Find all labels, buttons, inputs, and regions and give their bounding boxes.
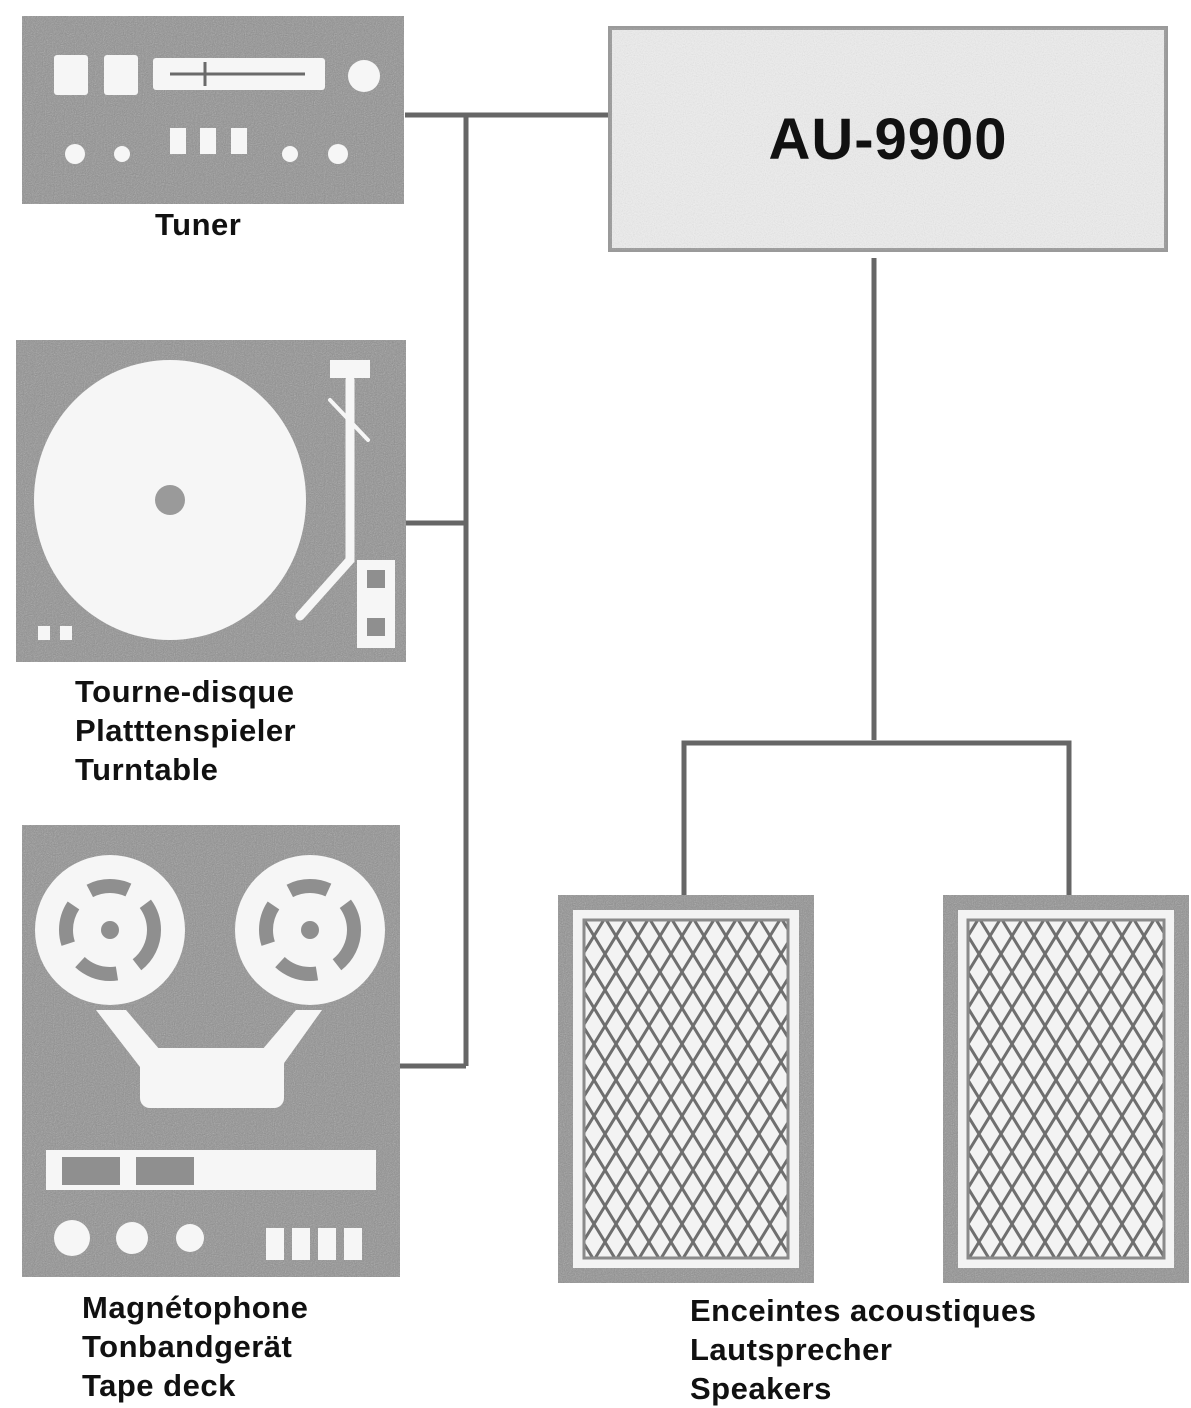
right-speaker xyxy=(943,895,1189,1283)
wire-speaker-split xyxy=(684,743,1069,895)
turntable-label-en: Turntable xyxy=(75,750,296,789)
tuner-device xyxy=(22,16,404,204)
tape-deck-label-de: Tonbandgerät xyxy=(82,1327,308,1366)
tape-deck-label-fr: Magnétophone xyxy=(82,1288,308,1327)
speakers-label: Enceintes acoustiques Lautsprecher Speak… xyxy=(690,1291,1036,1408)
speakers-label-en: Speakers xyxy=(690,1369,1036,1408)
tape-deck-device xyxy=(22,825,400,1277)
amplifier-model-label: AU-9900 xyxy=(610,28,1166,250)
left-speaker xyxy=(558,895,814,1283)
spindle xyxy=(155,485,185,515)
turntable-label: Tourne-disque Platttenspieler Turntable xyxy=(75,672,296,789)
speakers-label-de: Lautsprecher xyxy=(690,1330,1036,1369)
turntable-device xyxy=(16,340,406,662)
turntable-label-fr: Tourne-disque xyxy=(75,672,296,711)
tape-deck-label: Magnétophone Tonbandgerät Tape deck xyxy=(82,1288,308,1405)
tape-deck-label-en: Tape deck xyxy=(82,1366,308,1405)
speakers-label-fr: Enceintes acoustiques xyxy=(690,1291,1036,1330)
tuner-label-line: Tuner xyxy=(155,205,241,244)
turntable-label-de: Platttenspieler xyxy=(75,711,296,750)
tuner-label: Tuner xyxy=(155,205,241,244)
